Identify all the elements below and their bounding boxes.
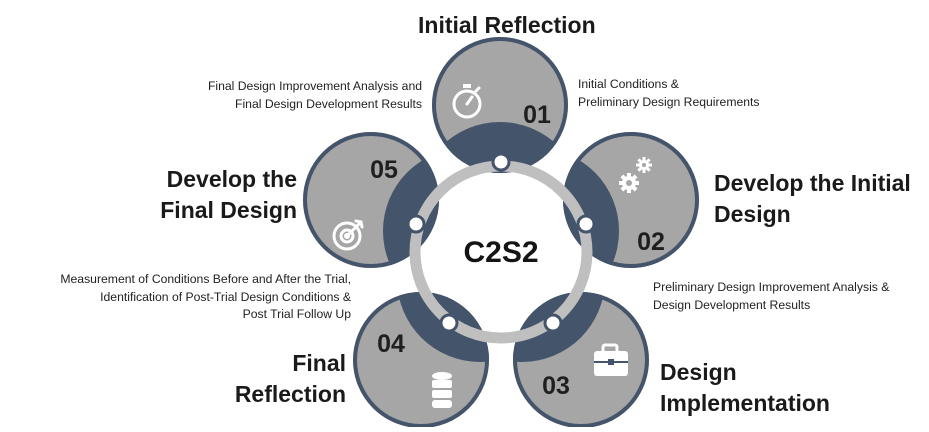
stage-04-note: Measurement of Conditions Before and Aft…: [60, 271, 351, 324]
stage-04-note-line-2: Identification of Post-Trial Design Cond…: [100, 289, 351, 304]
stage-04-note-line-1: Measurement of Conditions Before and Aft…: [60, 272, 351, 286]
stage-03-title-line-1: Design: [660, 359, 737, 385]
stage-04-note-line-3: Post Trial Follow Up: [242, 307, 351, 321]
target-icon: [332, 219, 364, 251]
stage-01-note-line-2: Preliminary Design Requirements: [578, 94, 760, 109]
stage-04-title: Final Reflection: [235, 348, 346, 410]
stage-05-number: 05: [370, 156, 398, 184]
stage-05-note-line-1: Final Design Improvement Analysis and: [207, 79, 422, 93]
stage-02-note-line-1: Preliminary Design Improvement Analysis …: [653, 280, 890, 294]
stage-04-title-line-2: Reflection: [234, 381, 346, 407]
stage-02-title: Develop the Initial Design: [714, 168, 911, 230]
stage-05-title-line-2: Final Design: [160, 197, 297, 223]
stage-02-note: Preliminary Design Improvement Analysis …: [653, 279, 889, 314]
stage-01-note: Initial Conditions & Preliminary Design …: [578, 76, 760, 111]
stage-05-title-line-1: Develop the: [166, 166, 297, 192]
gears-icon: [619, 157, 652, 193]
stage-03-title-line-2: Implementation: [660, 390, 830, 416]
ring-connectors: [406, 152, 596, 333]
stage-01-title: Initial Reflection: [418, 12, 596, 38]
stage-05-title: Develop the Final Design: [160, 164, 297, 226]
stage-05-note-line-2: Final Design Development Results: [235, 96, 422, 111]
stage-05-note: Final Design Improvement Analysis and Fi…: [208, 78, 422, 113]
stage-02-number: 02: [637, 228, 665, 256]
stage-01-note-line-1: Initial Conditions &: [578, 77, 679, 91]
stage-03-number: 03: [542, 372, 570, 400]
stage-04-title-line-1: Final: [292, 350, 346, 376]
briefcase-icon: [594, 343, 628, 376]
stage-02-title-line-2: Design: [714, 201, 791, 227]
stage-04-number: 04: [377, 330, 405, 358]
stage-03-title: Design Implementation: [660, 357, 830, 419]
center-label: C2S2: [463, 236, 538, 269]
stopwatch-icon: [452, 84, 482, 119]
stage-02-note-line-2: Design Development Results: [653, 297, 811, 312]
stage-01-number: 01: [523, 101, 551, 129]
database-icon: [432, 372, 452, 408]
stage-02-title-line-1: Develop the Initial: [714, 170, 911, 196]
